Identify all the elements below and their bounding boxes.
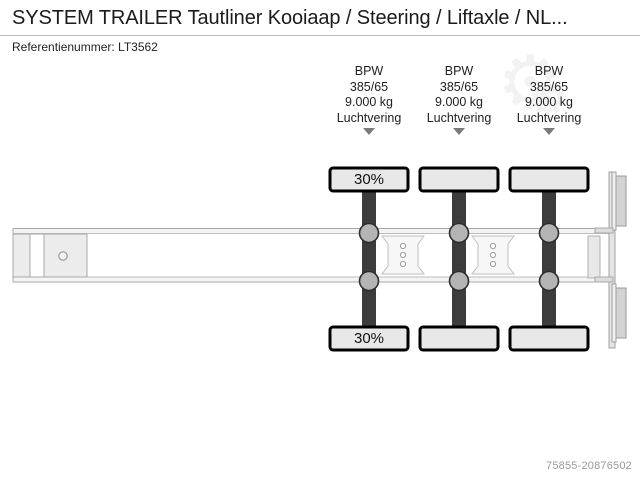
hub-lower [358, 270, 380, 292]
hub-upper [358, 222, 380, 244]
rear-underrun-assembly [587, 171, 627, 349]
axle-rod [542, 186, 556, 332]
axle-capacity: 9.000 kg [525, 95, 573, 109]
hub-lower [538, 270, 560, 292]
axle-tire-size: 385/65 [529, 79, 569, 94]
axle-spec-2: BPW 385/65 9.000 kg Luchtvering [407, 64, 511, 135]
axle-capacity: 9.000 kg [345, 95, 393, 109]
axle-suspension: Luchtvering [336, 110, 402, 125]
axle-suspension: Luchtvering [516, 110, 582, 125]
axle-spec-3: BPW 385/65 9.000 kg Luchtvering [497, 64, 601, 135]
chassis-frame [12, 228, 614, 283]
suspension-hanger-group [381, 235, 515, 275]
reference-number: Referentienummer: LT3562 [12, 40, 158, 54]
kingpin-plate-assembly [12, 233, 88, 278]
image-id-watermark: 75855-20876502 [546, 460, 632, 472]
tire-top [418, 166, 500, 193]
axle-brand: BPW [354, 64, 384, 78]
axle-brand: BPW [534, 64, 564, 78]
hub-upper [538, 222, 560, 244]
axle-assembly-1 [328, 166, 410, 352]
axle-rod [362, 186, 376, 332]
tire-wear-top-1: 30% [353, 171, 385, 188]
tire-top [508, 166, 590, 193]
kingpin-circle [58, 251, 68, 261]
axle-assembly-3 [508, 166, 590, 352]
axle-suspension: Luchtvering [426, 110, 492, 125]
hub-lower [448, 270, 470, 292]
hub-upper [448, 222, 470, 244]
tire-wear-bottom-1: 30% [353, 330, 385, 347]
tire-bottom [508, 325, 590, 352]
axle-rod [452, 186, 466, 332]
header: SYSTEM TRAILER Tautliner Kooiaap / Steer… [0, 0, 640, 36]
tire-bottom [418, 325, 500, 352]
caret-down-icon [453, 128, 465, 135]
axle-assembly-2 [418, 166, 500, 352]
caret-down-icon [543, 128, 555, 135]
axle-tire-size: 385/65 [349, 79, 389, 94]
axle-tire-size: 385/65 [439, 79, 479, 94]
page-title: SYSTEM TRAILER Tautliner Kooiaap / Steer… [12, 7, 568, 29]
axle-capacity: 9.000 kg [435, 95, 483, 109]
axle-brand: BPW [444, 64, 474, 78]
header-divider [0, 35, 640, 36]
caret-down-icon [363, 128, 375, 135]
axle-spec-1: BPW 385/65 9.000 kg Luchtvering [317, 64, 421, 135]
